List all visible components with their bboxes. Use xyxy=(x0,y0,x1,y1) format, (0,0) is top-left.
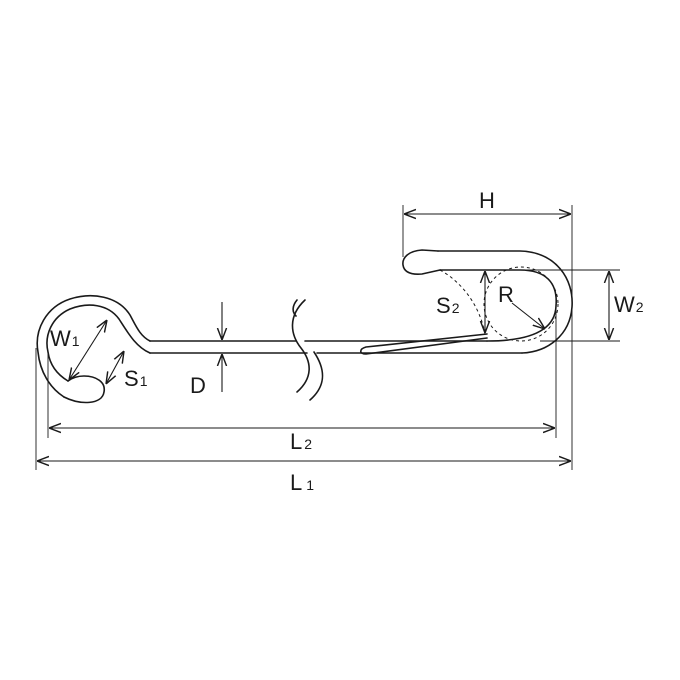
left-tip-cap xyxy=(63,375,106,404)
label-w1: W1 xyxy=(50,326,80,351)
left-eye-outer xyxy=(36,295,151,398)
break-line-right xyxy=(292,299,324,401)
label-s1: S1 xyxy=(124,366,148,391)
dim-h: H xyxy=(402,188,573,308)
right-tip-cap xyxy=(402,249,441,275)
latch-spring xyxy=(359,333,488,355)
dim-w1: W1 xyxy=(50,320,107,380)
left-eye-inner xyxy=(46,304,151,382)
dim-r: R xyxy=(498,282,545,329)
label-w2: W2 xyxy=(614,292,644,317)
label-d: D xyxy=(190,373,206,398)
dim-d: D xyxy=(190,302,232,398)
label-h: H xyxy=(479,188,495,213)
label-r: R xyxy=(498,282,514,307)
dim-w2: W2 xyxy=(520,269,644,342)
label-s2: S2 xyxy=(436,293,460,318)
dim-s2: S2 xyxy=(436,271,485,333)
dim-s1: S1 xyxy=(106,351,148,391)
